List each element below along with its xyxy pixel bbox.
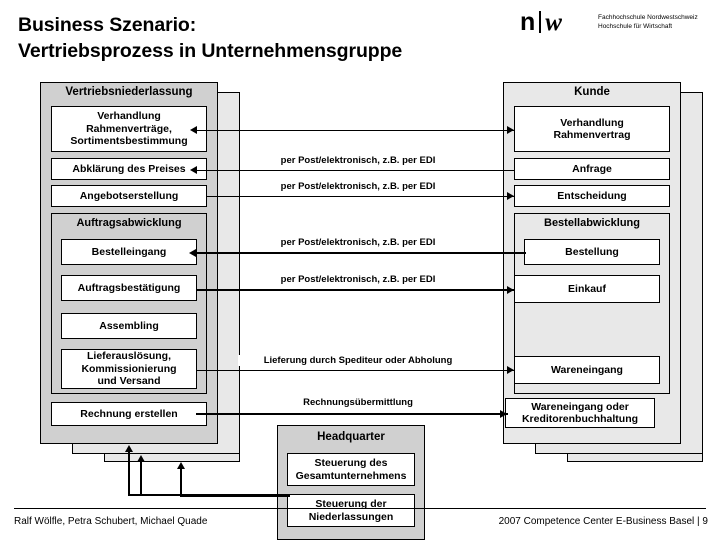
left-panel-title: Vertriebsniederlassung xyxy=(65,86,193,98)
connector-rechnung-arrow-right xyxy=(500,410,507,418)
logo-wordmark-line1: Fachhochschule Nordwestschweiz xyxy=(598,14,698,21)
right-panel-title: Kunde xyxy=(574,86,610,98)
hq-arrow-2 xyxy=(137,455,145,462)
hq-bus-line-2 xyxy=(128,494,288,496)
connector-lieferung-arrow-right xyxy=(507,366,514,374)
page-title-line2: Vertriebsprozess in Unternehmensgruppe xyxy=(18,40,403,62)
hq-bus-line xyxy=(180,495,290,497)
logo-letter-n: n xyxy=(520,8,536,36)
box-auftragsbestaetigung[interactable]: Auftragsbestätigung xyxy=(61,275,197,301)
page-title: Business Szenario: Vertriebsprozess in U… xyxy=(18,12,518,64)
box-bestelleingang[interactable]: Bestelleingang xyxy=(61,239,197,265)
group-auftragsabwicklung-label: Auftragsabwicklung xyxy=(76,217,182,229)
footer-authors: Ralf Wölfle, Petra Schubert, Michael Qua… xyxy=(14,516,208,527)
connector-angebot-line xyxy=(207,196,514,197)
logo-divider-bar xyxy=(539,11,542,33)
box-wareneingang[interactable]: Wareneingang xyxy=(514,356,660,384)
hq-riser-3 xyxy=(128,452,130,496)
box-abklaerung-des-preises[interactable]: Abklärung des Preises xyxy=(51,158,207,180)
box-einkauf[interactable]: Einkauf xyxy=(514,275,660,303)
hq-riser-2 xyxy=(140,462,142,496)
connector-label-auftragsbestaetigung: per Post/elektronisch, z.B. per EDI xyxy=(258,274,458,285)
footer-divider xyxy=(14,508,706,509)
hq-arrow-3 xyxy=(125,445,133,452)
logo-wordmark: Fachhochschule Nordwestschweiz Hochschul… xyxy=(598,13,698,31)
connector-anfrage-arrow-left xyxy=(190,166,197,174)
connector-rechnung-line xyxy=(196,413,508,415)
connector-verhandlung-arrow-left xyxy=(190,126,197,134)
connector-lieferung-line xyxy=(196,370,514,371)
box-assembling[interactable]: Assembling xyxy=(61,313,197,339)
group-bestellabwicklung-label: Bestellabwicklung xyxy=(544,217,640,229)
connector-label-bestellung: per Post/elektronisch, z.B. per EDI xyxy=(258,237,458,248)
box-anfrage[interactable]: Anfrage xyxy=(514,158,670,180)
box-bestellung[interactable]: Bestellung xyxy=(524,239,660,265)
connector-auftragsbestaetigung-line xyxy=(196,289,514,291)
connector-bestellung-arrow-left xyxy=(189,249,196,257)
connector-anfrage-line xyxy=(196,170,514,171)
logo-letter-w: w xyxy=(545,9,562,36)
page-title-line1: Business Szenario: xyxy=(18,14,197,36)
connector-auftragsbestaetigung-arrow-right xyxy=(507,286,514,294)
hq-arrow-1 xyxy=(177,462,185,469)
connector-angebot-arrow-right xyxy=(507,192,514,200)
box-rechnung-erstellen[interactable]: Rechnung erstellen xyxy=(51,402,207,426)
box-entscheidung[interactable]: Entscheidung xyxy=(514,185,670,207)
connector-label-lieferung: Lieferung durch Spediteur oder Abholung xyxy=(238,355,478,366)
footer-copyright: 2007 Competence Center E-Business Basel … xyxy=(498,516,708,527)
connector-verhandlung-arrow-right xyxy=(507,126,514,134)
connector-label-anfrage: per Post/elektronisch, z.B. per EDI xyxy=(258,155,458,166)
connector-label-rechnung: Rechnungsübermittlung xyxy=(258,397,458,408)
connector-label-angebot: per Post/elektronisch, z.B. per EDI xyxy=(258,181,458,192)
connector-bestellung-line xyxy=(196,252,526,254)
connector-verhandlung-line xyxy=(196,130,514,131)
hq-riser-1 xyxy=(180,469,182,496)
logo-wordmark-line2: Hochschule für Wirtschaft xyxy=(598,23,673,30)
headquarter-title: Headquarter xyxy=(317,431,385,443)
box-angebotserstellung[interactable]: Angebotserstellung xyxy=(51,185,207,207)
